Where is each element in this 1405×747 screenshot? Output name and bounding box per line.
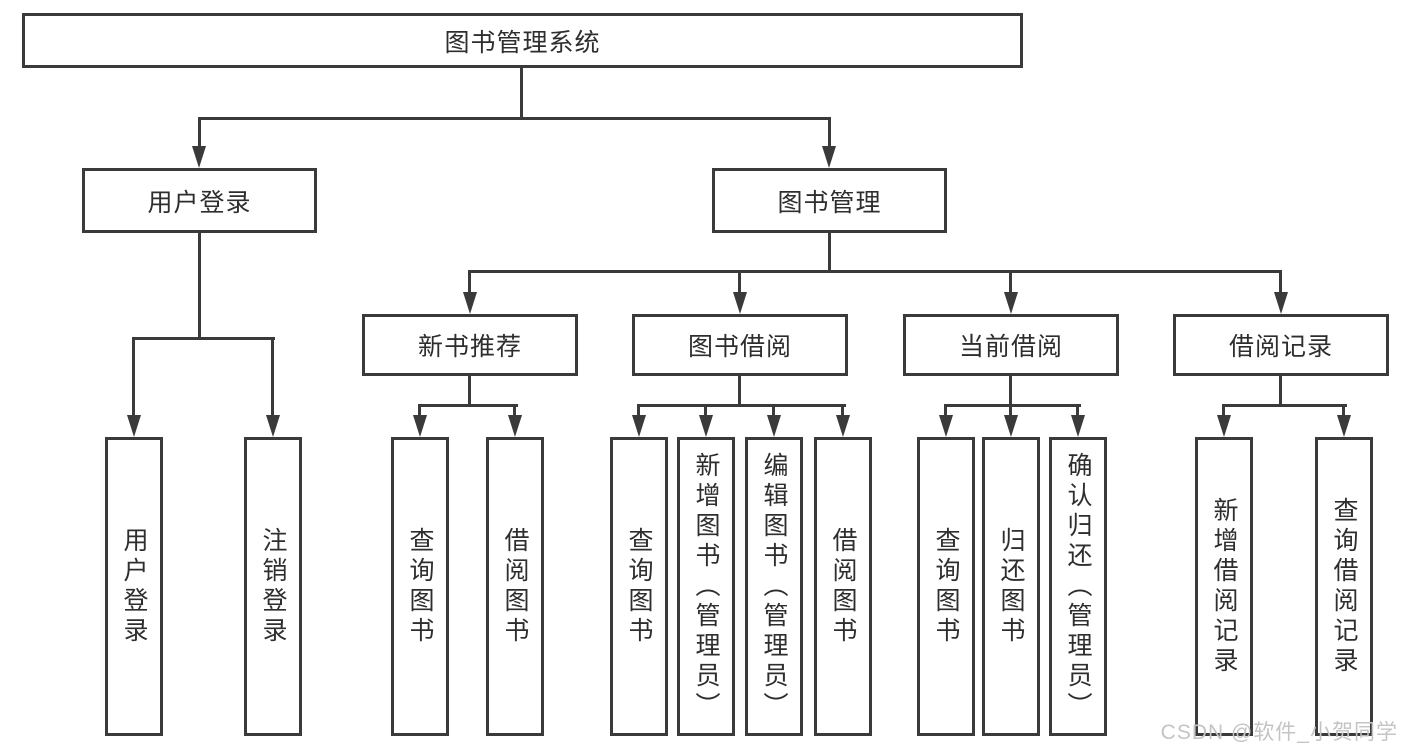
node-leaf-query-books-recommend: 查询图书 — [391, 437, 449, 736]
connector-line — [637, 404, 640, 418]
connector-line — [198, 233, 201, 339]
node-leaf-query-books-borrow: 查询图书 — [610, 437, 668, 736]
connector-line — [738, 270, 741, 295]
connector-line — [468, 270, 1282, 273]
node-library-system: 图书管理系统 — [22, 13, 1023, 68]
connector-line — [637, 404, 846, 407]
arrow-down-icon — [1004, 292, 1018, 314]
arrow-down-icon — [463, 292, 477, 314]
node-new-book-recommend: 新书推荐 — [362, 314, 578, 376]
node-leaf-logout: 注销登录 — [244, 437, 302, 736]
connector-line — [704, 404, 707, 418]
arrow-down-icon — [192, 146, 206, 168]
arrow-down-icon — [939, 415, 953, 437]
connector-line — [271, 337, 274, 418]
connector-line — [468, 270, 471, 295]
arrow-down-icon — [508, 415, 522, 437]
connector-line — [944, 404, 947, 418]
node-book-borrow: 图书借阅 — [632, 314, 848, 376]
arrow-down-icon — [1071, 415, 1085, 437]
arrow-down-icon — [822, 146, 836, 168]
arrow-down-icon — [266, 415, 280, 437]
connector-line — [841, 404, 844, 418]
connector-line — [1342, 404, 1345, 418]
arrow-down-icon — [413, 415, 427, 437]
connector-line — [828, 117, 831, 149]
connector-line — [1009, 404, 1012, 418]
arrow-down-icon — [632, 415, 646, 437]
connector-line — [520, 68, 523, 120]
node-leaf-add-books-admin: 新增图书（管理员） — [677, 437, 735, 736]
node-leaf-query-books-current: 查询图书 — [917, 437, 975, 736]
node-current-borrow: 当前借阅 — [903, 314, 1119, 376]
connector-line — [198, 117, 201, 149]
arrow-down-icon — [1217, 415, 1231, 437]
node-leaf-user-login: 用户登录 — [105, 437, 163, 736]
connector-line — [468, 376, 471, 407]
arrow-down-icon — [127, 415, 141, 437]
node-leaf-query-borrow-record: 查询借阅记录 — [1315, 437, 1373, 736]
node-user-login: 用户登录 — [82, 168, 317, 233]
connector-line — [1009, 270, 1012, 295]
connector-line — [198, 117, 831, 120]
connector-line — [1076, 404, 1079, 418]
connector-line — [1009, 376, 1012, 407]
node-leaf-borrow-books: 借阅图书 — [814, 437, 872, 736]
arrow-down-icon — [699, 415, 713, 437]
arrow-down-icon — [1337, 415, 1351, 437]
connector-line — [1279, 270, 1282, 295]
arrow-down-icon — [1004, 415, 1018, 437]
connector-line — [738, 376, 741, 407]
connector-line — [418, 404, 518, 407]
connector-line — [418, 404, 421, 418]
node-leaf-add-borrow-record: 新增借阅记录 — [1195, 437, 1253, 736]
node-leaf-return-books: 归还图书 — [982, 437, 1040, 736]
arrow-down-icon — [1274, 292, 1288, 314]
connector-line — [1222, 404, 1225, 418]
node-leaf-borrow-books-recommend: 借阅图书 — [486, 437, 544, 736]
node-leaf-edit-books-admin: 编辑图书（管理员） — [745, 437, 803, 736]
connector-line — [828, 233, 831, 272]
connector-line — [132, 337, 135, 418]
connector-line — [1222, 404, 1347, 407]
connector-line — [132, 337, 275, 340]
connector-line — [1279, 376, 1282, 407]
node-leaf-confirm-return-admin: 确认归还（管理员） — [1049, 437, 1107, 736]
arrow-down-icon — [767, 415, 781, 437]
connector-line — [513, 404, 516, 418]
csdn-watermark: CSDN @软件_小贺同学 — [1160, 721, 1398, 744]
connector-line — [944, 404, 1081, 407]
arrow-down-icon — [733, 292, 747, 314]
node-borrow-records: 借阅记录 — [1173, 314, 1389, 376]
node-book-management: 图书管理 — [712, 168, 947, 233]
connector-line — [772, 404, 775, 418]
arrow-down-icon — [836, 415, 850, 437]
